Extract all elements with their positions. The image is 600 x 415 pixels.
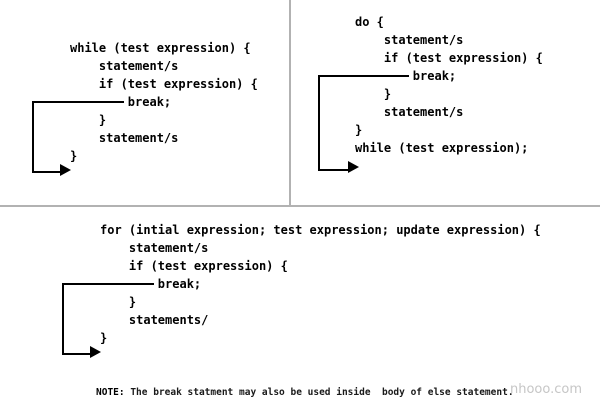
- do-while-loop-code-block: do { statement/s if (test expression) { …: [355, 15, 543, 155]
- while-break-arrow-elbow: [32, 101, 62, 173]
- for-break-arrowhead-icon: [90, 346, 101, 358]
- while-break-arrow-connector: [32, 101, 124, 103]
- footer-note: NOTE: The break statment may also be use…: [96, 387, 514, 398]
- for-break-arrow-connector: [62, 283, 154, 285]
- do-while-break-arrowhead-icon: [348, 161, 359, 173]
- note-text: The break statment may also be used insi…: [124, 387, 514, 398]
- note-label: NOTE:: [96, 387, 125, 398]
- while-break-arrowhead-icon: [60, 164, 71, 176]
- for-loop-code-block: for (intial expression; test expression;…: [100, 223, 541, 345]
- vertical-divider: [289, 0, 291, 206]
- do-while-break-arrow-elbow: [318, 75, 350, 171]
- watermark: nhooo.com: [510, 382, 583, 397]
- while-loop-code-block: while (test expression) { statement/s if…: [70, 41, 258, 163]
- horizontal-divider: [0, 205, 600, 207]
- for-break-arrow-elbow: [62, 283, 92, 355]
- do-while-break-arrow-connector: [318, 75, 409, 77]
